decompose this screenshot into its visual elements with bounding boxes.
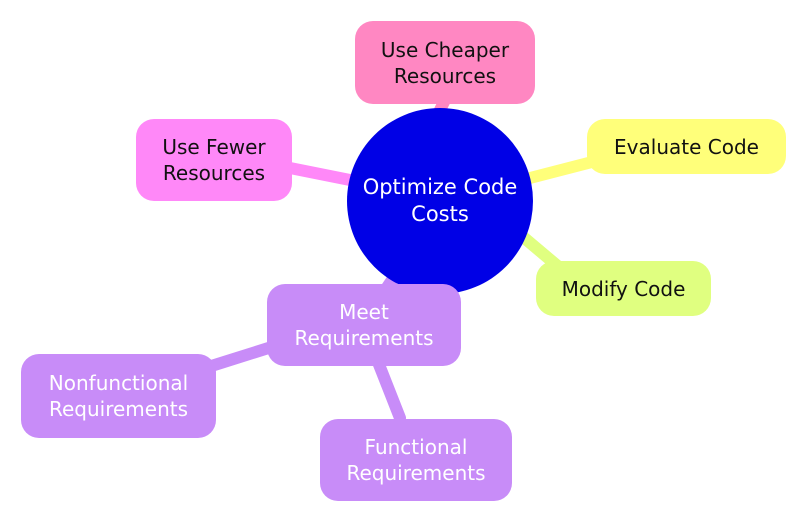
link-meet-nonfunctional bbox=[199, 339, 284, 374]
link-root-evaluate bbox=[524, 156, 598, 184]
node-nonfunctional-requirements-label: Nonfunctional Requirements bbox=[48, 371, 189, 421]
node-evaluate-code: Evaluate Code bbox=[587, 119, 786, 174]
node-modify-code: Modify Code bbox=[536, 261, 711, 316]
central-node-optimize-code-costs: Optimize Code Costs bbox=[347, 108, 533, 294]
node-use-fewer-resources-label: Use Fewer Resources bbox=[162, 135, 266, 185]
node-nonfunctional-requirements: Nonfunctional Requirements bbox=[21, 354, 216, 438]
link-meet-functional bbox=[372, 356, 406, 424]
node-use-cheaper-resources-label: Use Cheaper Resources bbox=[380, 37, 510, 88]
node-modify-code-label: Modify Code bbox=[561, 276, 686, 301]
central-node-label: Optimize Code Costs bbox=[362, 175, 518, 226]
node-functional-requirements-label: Functional Requirements bbox=[346, 435, 486, 485]
node-meet-requirements: Meet Requirements bbox=[267, 284, 461, 366]
link-root-fewer bbox=[284, 162, 356, 186]
node-use-fewer-resources: Use Fewer Resources bbox=[136, 119, 292, 201]
node-use-cheaper-resources: Use Cheaper Resources bbox=[355, 21, 535, 104]
node-meet-requirements-label: Meet Requirements bbox=[294, 300, 434, 350]
node-evaluate-code-label: Evaluate Code bbox=[614, 134, 759, 159]
node-functional-requirements: Functional Requirements bbox=[320, 419, 512, 501]
